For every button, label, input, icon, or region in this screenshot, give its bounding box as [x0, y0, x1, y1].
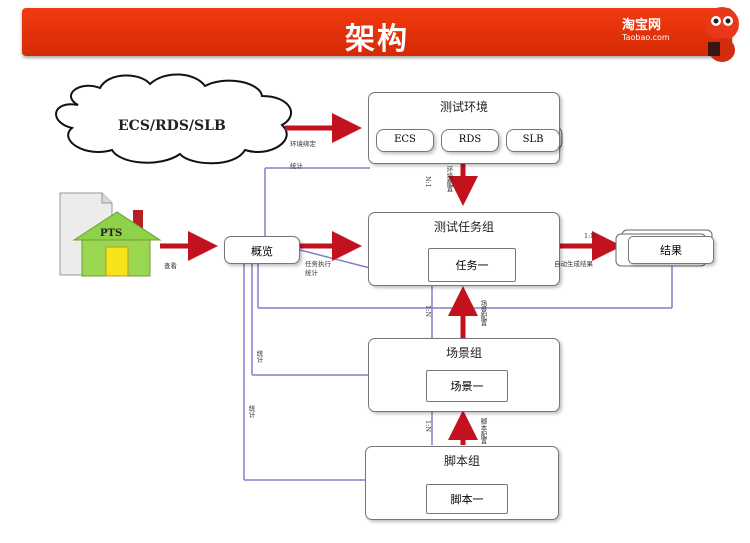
env-item-slb[interactable]: SLB	[506, 129, 560, 152]
env-item-ecs[interactable]: ECS	[376, 129, 434, 152]
edge-label-stats-3: 统计	[255, 350, 263, 363]
script-item[interactable]: 脚本一	[426, 484, 508, 514]
page-title: 架构	[345, 22, 409, 57]
pts-label: PTS	[100, 228, 123, 239]
edge-label-stats-1: 统计	[305, 269, 318, 277]
task-group-title: 测试任务组	[433, 220, 494, 234]
env-item-rds-label: RDS	[458, 134, 482, 145]
edge-label-script-config: 脚本配置	[479, 418, 487, 444]
edge-label-1n-scene: 1:N	[424, 305, 432, 318]
edge-label-auto-result: 自动生成结果	[554, 260, 593, 268]
pts-house-icon	[59, 192, 162, 277]
scene-group-title: 场景组	[445, 346, 482, 360]
logo-text-cn: 淘宝网	[622, 18, 662, 33]
edge-label-task-exec: 任务执行	[305, 260, 331, 268]
test-env-title: 测试环境	[439, 100, 488, 114]
cloud-label: ECS/RDS/SLB	[118, 118, 226, 134]
mascot-icon	[705, 7, 739, 62]
edge-label-1n-result: 1:N	[584, 232, 597, 240]
edge-label-view: 查看	[164, 262, 177, 270]
overview-label: 概览	[251, 245, 273, 258]
result-node[interactable]: 结果	[628, 236, 714, 264]
edge-label-1n-script: 1:N	[424, 420, 432, 433]
task-item[interactable]: 任务一	[428, 248, 516, 282]
task-item-label: 任务一	[455, 259, 489, 272]
script-item-label: 脚本一	[450, 493, 484, 506]
script-group-title: 脚本组	[443, 454, 480, 468]
connector-lines	[243, 167, 673, 481]
title-banner: 架构	[22, 8, 732, 57]
edge-label-stats-2: 统计	[290, 162, 303, 170]
cloud-shape	[55, 73, 293, 165]
test-env-group[interactable]: 测试环境	[368, 92, 560, 164]
overview-node[interactable]: 概览	[224, 236, 300, 264]
edge-label-n1: N:1	[424, 176, 432, 188]
scene-item-label: 场景一	[450, 380, 484, 393]
result-label: 结果	[660, 244, 682, 257]
edge-label-scene-config: 场景配置	[479, 300, 487, 326]
logo-text-en: Taobao.com	[622, 33, 670, 42]
env-item-ecs-label: ECS	[394, 134, 416, 145]
edge-label-env-bind: 环境绑定	[290, 140, 316, 148]
edge-label-env-config: 环境配置	[445, 166, 453, 192]
scene-item[interactable]: 场景一	[426, 370, 508, 402]
env-item-rds[interactable]: RDS	[441, 129, 499, 152]
edge-label-stats-4: 统计	[247, 405, 255, 418]
taobao-logo: 淘宝网 Taobao.com	[622, 14, 670, 42]
env-item-slb-label: SLB	[522, 134, 544, 145]
